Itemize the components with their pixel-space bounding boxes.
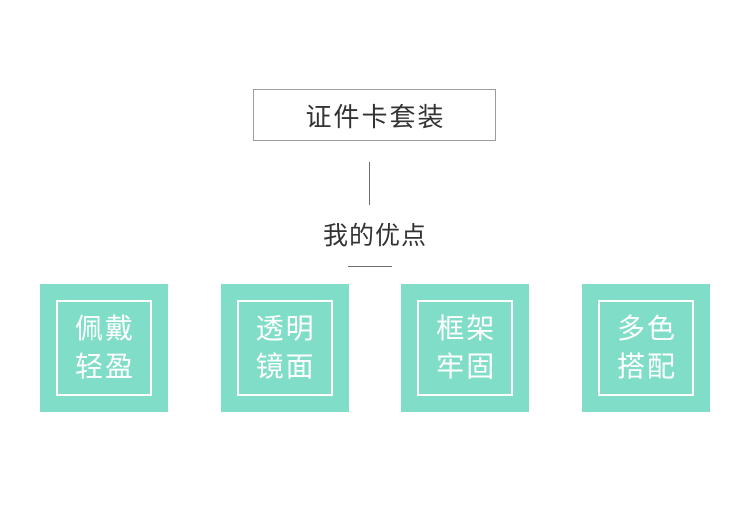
title-box: 证件卡套装 (253, 89, 496, 141)
feature-card-transparent-mirror: 透明 镜面 (220, 284, 349, 412)
feature-line-1: 多色 (616, 313, 677, 344)
connector-line (369, 162, 370, 205)
feature-line-1: 框架 (436, 313, 497, 344)
feature-card-wear-light: 佩戴 轻盈 (40, 284, 168, 412)
feature-line-1: 透明 (255, 313, 316, 344)
feature-line-2: 轻盈 (74, 351, 135, 382)
feature-line-1: 佩戴 (74, 313, 135, 344)
feature-line-2: 牢固 (436, 351, 497, 382)
feature-card-frame: 框架 牢固 (417, 300, 514, 396)
feature-line-2: 镜面 (255, 351, 316, 382)
feature-card-frame: 多色 搭配 (597, 300, 694, 396)
feature-grid: 佩戴 轻盈 透明 镜面 框架 牢固 多色 搭配 (0, 284, 750, 412)
feature-card-frame: 佩戴 轻盈 (56, 300, 152, 396)
subtitle-underline (348, 266, 392, 267)
feature-card-multicolor: 多色 搭配 (581, 284, 710, 412)
feature-card-sturdy-frame: 框架 牢固 (401, 284, 530, 412)
feature-card-frame: 透明 镜面 (236, 300, 333, 396)
product-title: 证件卡套装 (305, 101, 446, 132)
feature-line-2: 搭配 (616, 351, 677, 382)
section-subtitle: 我的优点 (322, 222, 427, 250)
